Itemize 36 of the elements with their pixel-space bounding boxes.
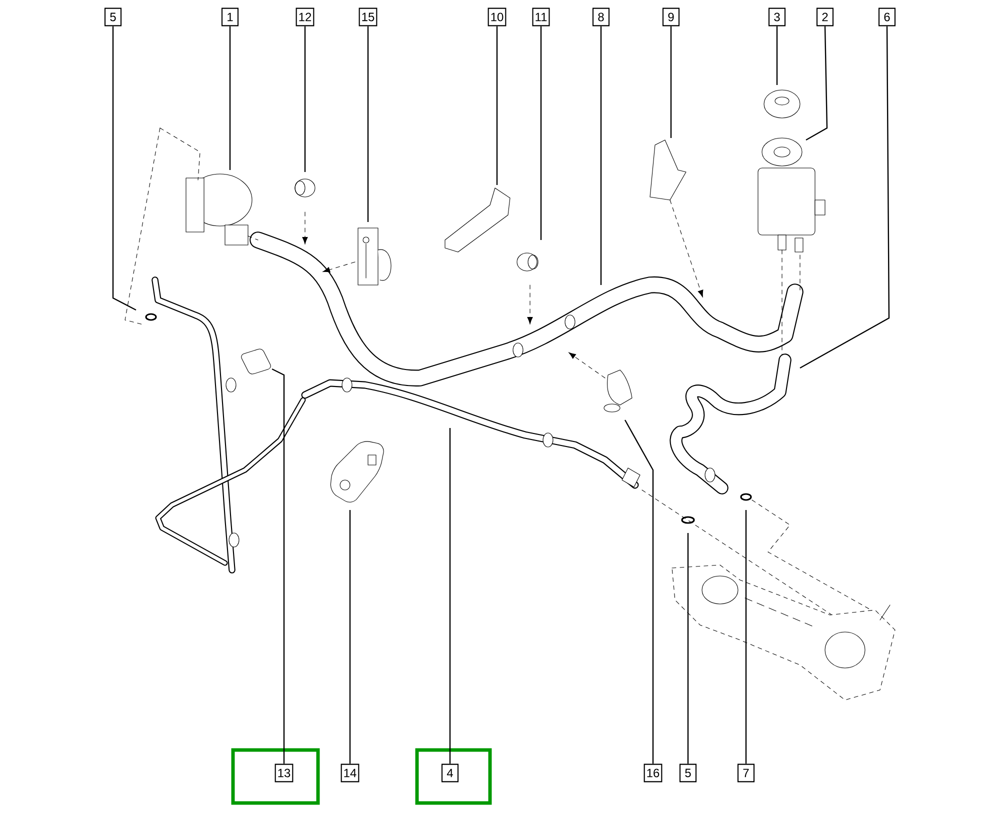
callout-number: 12 (296, 8, 314, 26)
leader-line (349, 510, 351, 764)
leader-line (776, 26, 778, 85)
highlight-frame (415, 748, 492, 805)
leader-line (806, 26, 828, 141)
leader-line (670, 26, 672, 138)
callout-number: 1 (221, 8, 239, 26)
callout-number: 8 (592, 8, 610, 26)
leader-line (112, 26, 136, 311)
leader-line (687, 533, 689, 764)
leader-line (272, 368, 285, 764)
callout-number: 16 (644, 764, 662, 782)
callout-number: 5 (679, 764, 697, 782)
leader-line (496, 26, 498, 185)
leader-line (600, 26, 602, 285)
leader-line (540, 26, 542, 240)
callout-number: 6 (878, 8, 896, 26)
callout-number: 4 (441, 764, 459, 782)
callout-number: 2 (816, 8, 834, 26)
highlight-frame (231, 748, 320, 805)
callout-number: 11 (532, 8, 550, 26)
callout-number: 13 (274, 764, 294, 782)
callout-number: 14 (340, 764, 360, 782)
callout-number: 7 (737, 764, 755, 782)
callout-number: 5 (104, 8, 122, 26)
leader-line (745, 510, 747, 764)
callout-number: 9 (662, 8, 680, 26)
callout-number: 15 (358, 8, 378, 26)
callout-number: 10 (488, 8, 506, 26)
leader-line (624, 420, 654, 764)
leader-line (367, 26, 369, 222)
leader-line (800, 26, 890, 369)
leader-line (304, 26, 306, 172)
leader-line (229, 26, 231, 170)
leader-line (449, 428, 451, 764)
callout-number: 3 (768, 8, 786, 26)
